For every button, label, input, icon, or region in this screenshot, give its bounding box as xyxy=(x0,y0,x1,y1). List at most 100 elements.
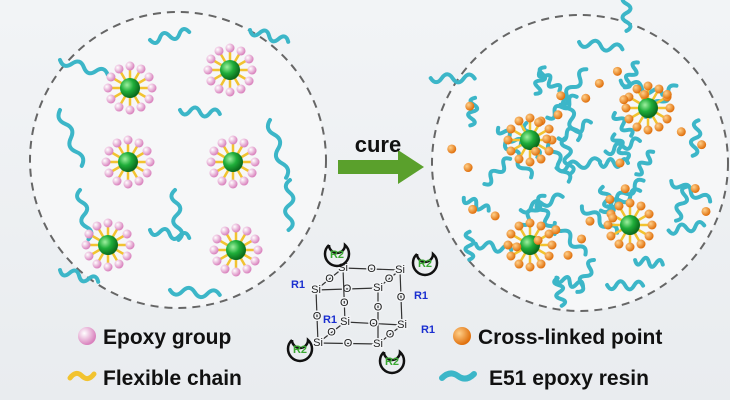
si-o-bond xyxy=(377,269,401,289)
r1-group: R1 xyxy=(421,324,435,336)
epoxy-group xyxy=(125,61,135,71)
resin-chain xyxy=(169,188,185,242)
poss-core xyxy=(520,130,540,150)
cross-linked-point xyxy=(608,213,618,223)
resin-chain xyxy=(168,285,222,300)
cross-linked-point xyxy=(701,206,711,216)
epoxy-group xyxy=(206,157,216,167)
cross-linked-point xyxy=(620,184,630,194)
cross-linked-point xyxy=(585,216,595,226)
epoxy-group xyxy=(236,84,246,94)
epoxy-group xyxy=(242,226,252,236)
cross-linked-point xyxy=(514,221,524,231)
silicon-atom: Si xyxy=(338,262,348,274)
cross-linked-point xyxy=(536,259,546,269)
si-o-bond xyxy=(315,289,319,344)
cross-linked-point xyxy=(503,135,513,145)
si-o-bond xyxy=(342,267,346,323)
cross-linked-point xyxy=(525,218,535,228)
cross-linked-point xyxy=(468,204,478,214)
resin-chain xyxy=(533,65,548,96)
cross-linked-point xyxy=(619,95,629,105)
epoxy-group xyxy=(103,218,113,228)
epoxy-group xyxy=(104,168,114,178)
epoxy-group xyxy=(106,72,116,82)
cross-linked-point xyxy=(542,134,552,144)
epoxy-group xyxy=(142,168,152,178)
epoxy-group xyxy=(136,64,146,74)
cross-linked-point xyxy=(697,140,707,150)
cross-linked-point xyxy=(632,84,642,94)
oxygen-atom: O xyxy=(374,302,383,314)
epoxy-group xyxy=(236,46,246,56)
cross-linked-point xyxy=(525,157,535,167)
resin-chain xyxy=(577,38,625,53)
epoxy-group xyxy=(125,240,135,250)
epoxy-group xyxy=(84,229,94,239)
r2-group: R2 xyxy=(293,344,307,356)
epoxy-group xyxy=(214,46,224,56)
epoxy-group xyxy=(122,251,132,261)
epoxy-group xyxy=(81,240,91,250)
cross-linked-point xyxy=(624,114,634,124)
poss-core xyxy=(118,152,138,172)
cross-linked-point xyxy=(544,124,554,134)
legend-cross-linked-point: Cross-linked point xyxy=(478,326,662,349)
epoxy-group xyxy=(239,138,249,148)
epoxy-group xyxy=(136,102,146,112)
e51-resin-swatch xyxy=(439,370,477,382)
resin-chain xyxy=(482,156,513,187)
cross-linked-point xyxy=(490,211,500,221)
epoxy-group xyxy=(212,256,222,266)
silicon-atom: Si xyxy=(340,316,350,328)
resin-chain xyxy=(669,179,713,204)
epoxy-group xyxy=(103,83,113,93)
resin-chain xyxy=(633,255,665,269)
cross-linked-point xyxy=(676,127,686,137)
resin-chain xyxy=(56,108,86,168)
cross-linked-point xyxy=(553,110,563,120)
resin-chain xyxy=(265,118,291,180)
cross-linked-point xyxy=(636,239,646,249)
cross-linked-point xyxy=(506,146,516,156)
epoxy-group xyxy=(242,264,252,274)
cure-arrow: cure xyxy=(338,132,424,184)
resin-chain xyxy=(688,118,703,158)
epoxy-group xyxy=(228,179,238,189)
epoxy-group xyxy=(220,226,230,236)
epoxy-group xyxy=(247,65,257,75)
si-o-bond xyxy=(377,324,403,345)
r1-group: R1 xyxy=(291,279,305,291)
epoxy-group xyxy=(123,135,133,145)
silicon-atom: Si xyxy=(397,319,407,331)
r2-crescent-icon xyxy=(411,251,439,277)
r2-crescent-icon xyxy=(378,349,406,375)
r2-crescent-icon xyxy=(286,337,314,363)
cross-linked-point xyxy=(551,225,561,235)
epoxy-group-swatch xyxy=(78,327,96,345)
resin-chain xyxy=(552,276,568,308)
epoxy-group xyxy=(114,64,124,74)
cross-linked-point xyxy=(514,259,524,269)
r1-group: R1 xyxy=(414,290,428,302)
resin-chain xyxy=(560,95,583,143)
cross-linked-point xyxy=(463,163,473,173)
epoxy-group xyxy=(244,76,254,86)
resin-chain xyxy=(611,110,635,138)
epoxy-group xyxy=(209,146,219,156)
oxygen-atom: O xyxy=(386,328,395,340)
resin-chain xyxy=(58,58,110,77)
resin-chain xyxy=(634,149,656,177)
poss-core xyxy=(638,98,658,118)
oxygen-atom: O xyxy=(344,337,353,349)
resin-chain xyxy=(148,227,192,241)
cross-linked-point xyxy=(531,146,541,156)
resin-chain xyxy=(463,229,476,262)
poss-core xyxy=(98,235,118,255)
resin-chain xyxy=(575,257,596,294)
cross-linked-point xyxy=(506,251,516,261)
flexible-chain-swatch xyxy=(67,370,97,382)
poss-core xyxy=(226,240,246,260)
cured-network-circle xyxy=(428,0,729,312)
